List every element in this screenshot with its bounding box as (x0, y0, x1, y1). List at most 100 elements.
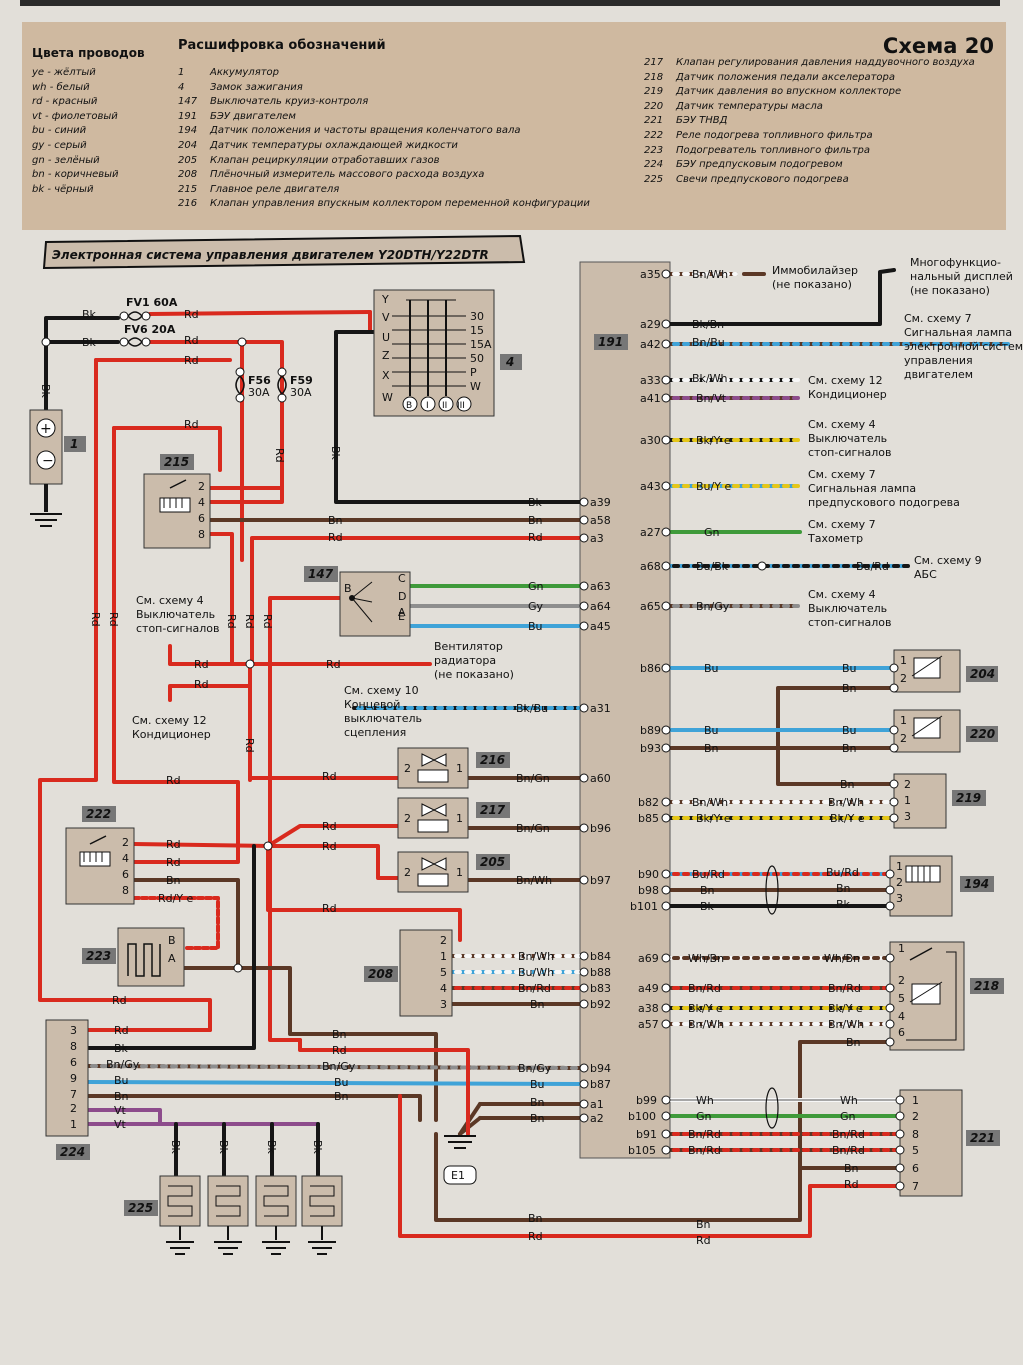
svg-text:5: 5 (440, 966, 447, 979)
pump-ecu-221: 12 85 67 221 (899, 1089, 1000, 1197)
fuse-f56: F56 30A (235, 367, 271, 403)
svg-text:Bk/Y e: Bk/Y e (696, 812, 731, 825)
svg-text:Bk/Y e: Bk/Y e (828, 1002, 863, 1015)
svg-text:1: 1 (456, 812, 463, 825)
svg-text:Rd: Rd (184, 334, 199, 347)
battery-1: + − 1 (29, 409, 86, 527)
svg-text:Bn: Bn (704, 742, 719, 755)
cruise-switch-147: B CD EA 147 (304, 566, 411, 637)
svg-text:C: C (398, 572, 406, 585)
svg-text:стоп-сигналов: стоп-сигналов (808, 446, 892, 459)
svg-text:Bn/Vt: Bn/Vt (696, 392, 727, 405)
svg-text:Rd: Rd (243, 738, 256, 753)
svg-text:b101: b101 (630, 900, 658, 913)
svg-text:Bk: Bk (528, 496, 543, 509)
fuse-fv6: FV6 20A (119, 323, 176, 347)
wire-color-item: bn - коричневый (32, 169, 119, 181)
component-number: 222 (86, 807, 111, 821)
component-number: 208 (368, 967, 393, 981)
svg-text:9: 9 (70, 1072, 77, 1085)
svg-text:4: 4 (440, 982, 447, 995)
svg-text:Bn/Wh: Bn/Wh (692, 796, 728, 809)
svg-text:двигателем: двигателем (904, 368, 973, 381)
svg-text:Bn: Bn (696, 1218, 711, 1231)
svg-text:Rd: Rd (273, 448, 286, 463)
svg-text:Bn: Bn (528, 514, 543, 527)
svg-text:Rd: Rd (184, 308, 199, 321)
component-number: 204 (970, 667, 995, 681)
component-number: 215 (164, 455, 189, 469)
svg-text:E1: E1 (451, 1169, 465, 1182)
svg-text:Bk: Bk (329, 446, 342, 461)
top-rule (20, 0, 1000, 6)
svg-text:W: W (382, 391, 393, 404)
svg-text:Bn: Bn (836, 882, 851, 895)
svg-text:a35: a35 (640, 268, 661, 281)
svg-text:Иммобилайзер: Иммобилайзер (772, 264, 858, 277)
svg-text:Bn: Bn (528, 1212, 543, 1225)
svg-text:a65: a65 (640, 600, 661, 613)
svg-text:Выключатель: Выключатель (808, 432, 887, 445)
svg-text:E: E (398, 610, 405, 623)
svg-text:Rd: Rd (184, 418, 199, 431)
svg-text:1: 1 (456, 762, 463, 775)
svg-text:Bu/Rd: Bu/Rd (826, 866, 859, 879)
svg-text:3: 3 (70, 1024, 77, 1037)
svg-text:A: A (168, 952, 176, 965)
svg-text:2: 2 (440, 934, 447, 947)
svg-text:III: III (457, 401, 465, 411)
svg-text:1: 1 (896, 860, 903, 873)
svg-text:Bn/Rd: Bn/Rd (688, 982, 721, 995)
svg-text:Bn/Gn: Bn/Gn (516, 772, 550, 785)
component-number: 225 (128, 1201, 153, 1215)
label-tag (594, 334, 628, 350)
svg-text:a29: a29 (640, 318, 661, 331)
diagram-title: Электронная система управления двигателе… (52, 248, 489, 262)
svg-text:Bk: Bk (217, 1140, 230, 1155)
svg-text:a31: a31 (590, 702, 611, 715)
svg-text:b85: b85 (638, 812, 659, 825)
svg-text:Bn: Bn (842, 742, 857, 755)
svg-text:Wh/Bn: Wh/Bn (688, 952, 724, 965)
svg-text:Gn: Gn (528, 580, 544, 593)
wires (38, 268, 1012, 1238)
component-number: 4 (505, 355, 514, 369)
svg-text:Bn: Bn (334, 1090, 349, 1103)
svg-text:Rd: Rd (194, 678, 209, 691)
component-number: 147 (308, 567, 334, 581)
svg-text:Rd: Rd (184, 354, 199, 367)
svg-text:Bn/Wh: Bn/Wh (518, 950, 554, 963)
svg-text:Gy: Gy (528, 600, 544, 613)
svg-text:a1: a1 (590, 1098, 604, 1111)
component-number: 217 (480, 803, 506, 817)
svg-text:a60: a60 (590, 772, 611, 785)
svg-text:b92: b92 (590, 998, 611, 1011)
svg-text:Bu/Rd: Bu/Rd (692, 868, 725, 881)
svg-text:a63: a63 (590, 580, 611, 593)
svg-text:Bu/Bk: Bu/Bk (696, 560, 729, 573)
svg-text:Bu/Y e: Bu/Y e (696, 480, 731, 493)
svg-text:1: 1 (904, 794, 911, 807)
svg-text:Bn/Rd: Bn/Rd (828, 982, 861, 995)
svg-text:Bn/Wh: Bn/Wh (688, 1018, 724, 1031)
svg-text:сцепления: сцепления (344, 726, 406, 739)
fuse-label: FV1 60A (126, 296, 178, 309)
svg-text:1: 1 (900, 654, 907, 667)
svg-text:Bk: Bk (114, 1042, 129, 1055)
svg-text:См. схему 7: См. схему 7 (808, 468, 876, 481)
shield-icon (765, 1087, 779, 1129)
svg-text:a69: a69 (638, 952, 659, 965)
svg-text:a27: a27 (640, 526, 661, 539)
svg-text:a42: a42 (640, 338, 661, 351)
svg-text:3: 3 (896, 892, 903, 905)
svg-text:Bn: Bn (846, 1036, 861, 1049)
svg-text:Bn/Bu: Bn/Bu (692, 336, 725, 349)
svg-text:Rd: Rd (194, 658, 209, 671)
